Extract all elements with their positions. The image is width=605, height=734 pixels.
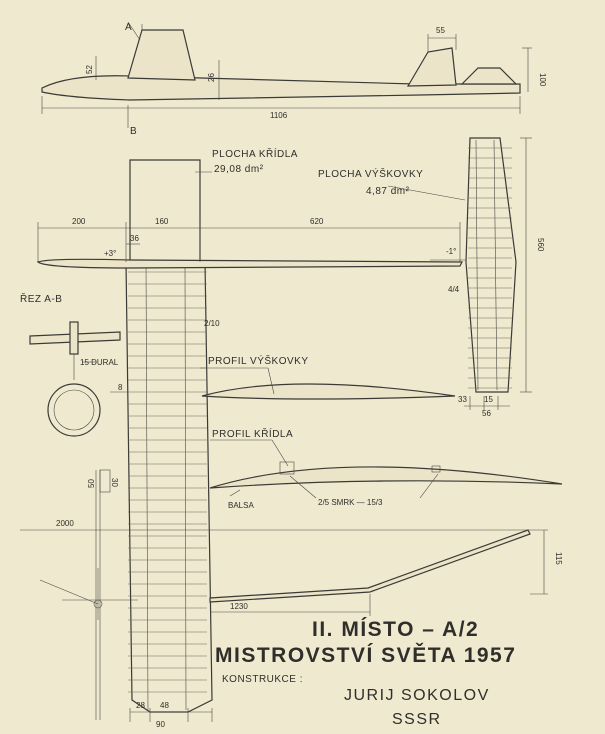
dim-center-36: 36: [130, 234, 139, 243]
dim-stab-33: 33: [458, 395, 467, 404]
wing-area-value: 29,08 dm²: [214, 164, 264, 175]
side-rear-fin: [406, 47, 457, 87]
side-view: [41, 21, 532, 128]
dim-section-dural: 15 DURAL: [80, 358, 119, 367]
dim-section-8: 8: [118, 383, 123, 392]
dim-tip-height: 115: [554, 552, 563, 565]
spar-spec-label: 2/5 SMRK — 15/3: [318, 498, 383, 507]
dim-wing-half-span: 2000: [56, 519, 74, 528]
balsa-label: BALSA: [228, 501, 254, 510]
dim-wing-offset: 26: [207, 73, 216, 82]
point-b-label: B: [130, 126, 137, 137]
dim-fin-width: 55: [436, 26, 445, 35]
profile-stab-label: PROFIL VÝŠKOVKY: [208, 354, 309, 367]
wing-ribs: [128, 271, 207, 693]
dim-side-height: 100: [538, 73, 547, 87]
root-dims: [129, 708, 213, 722]
stab-area-title: PLOCHA VÝŠKOVKY: [318, 167, 423, 180]
dim-fuselage-30: 30: [110, 478, 119, 487]
profile-wing-label: PROFIL KŘÍDLA: [212, 427, 293, 440]
dim-stab-15: 15: [484, 395, 493, 404]
section-ab: [29, 321, 128, 437]
dim-stab-incidence: -1°: [446, 247, 456, 256]
title-place: II. MÍSTO – A/2: [312, 618, 479, 641]
side-fuselage: [41, 75, 521, 101]
stabilizer-outline: [465, 137, 517, 393]
dim-span-left: 200: [72, 217, 86, 226]
profile-wing: [209, 439, 563, 499]
dim-wing-spar: 2/10: [204, 319, 220, 328]
dim-stab-span: 560: [536, 238, 545, 252]
dim-span-right: 620: [310, 217, 324, 226]
dim-root-90: 90: [156, 720, 165, 729]
stab-area-value: 4,87 dm²: [366, 186, 410, 197]
dim-dihedral: +3°: [104, 249, 116, 258]
fuselage-detail: [39, 469, 138, 720]
title-designer: JURIJ SOKOLOV: [344, 687, 490, 704]
side-stabilizer: [460, 67, 518, 85]
wing-half-span-view: [20, 529, 548, 616]
dim-side-length: 1106: [270, 111, 288, 120]
wing-front-view: [36, 258, 463, 269]
dim-panel-1230: 1230: [230, 602, 248, 611]
title-construction: KONSTRUKCE :: [222, 674, 303, 685]
wing-area-title: PLOCHA KŘÍDLA: [212, 147, 298, 160]
wing-plan: [36, 159, 463, 713]
dim-stab-56: 56: [482, 409, 491, 418]
dim-root-48: 48: [160, 701, 169, 710]
dim-stab-spar: 4/4: [448, 285, 460, 294]
stabilizer-plan: [387, 137, 532, 410]
stabilizer-ribs: [468, 147, 512, 389]
dim-nose-height: 52: [85, 65, 94, 74]
profile-stabilizer: [200, 367, 456, 400]
section-title: ŘEZ A-B: [20, 292, 62, 305]
dim-fuselage-50: 50: [87, 479, 96, 488]
title-event: MISTROVSTVÍ SVĚTA 1957: [215, 643, 516, 667]
side-pylon-fin: [127, 29, 196, 81]
dim-root-28: 28: [136, 701, 145, 710]
title-country: SSSR: [392, 711, 442, 728]
dim-span-center: 160: [155, 217, 169, 226]
point-a-label: A: [125, 22, 132, 33]
